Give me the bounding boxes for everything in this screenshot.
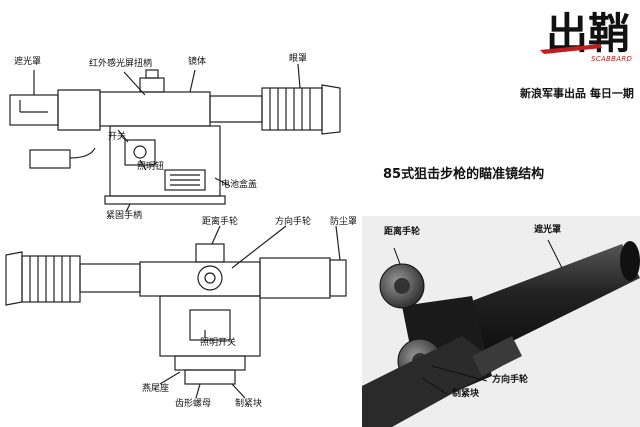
label-switch: 开关	[108, 132, 127, 142]
brand-subtext: SCABBARD	[591, 55, 633, 63]
label-illum-knob: 照明钮	[137, 162, 165, 172]
label-battery-cover: 电池盒盖	[221, 180, 258, 190]
photo-label-range-wheel: 距离手轮	[384, 227, 421, 237]
label-sunshade: 遮光罩	[14, 57, 42, 67]
label-dust-cover: 防尘罩	[330, 217, 358, 227]
label-windage-wheel: 方向手轮	[275, 217, 312, 227]
scope-photo: 距离手轮 遮光罩 方向手轮 制紧块	[362, 216, 640, 427]
tagline: 新浪军事出品 每日一期	[520, 87, 634, 100]
label-lock-block: 制紧块	[235, 399, 263, 409]
label-ir-screen-knob: 红外感光屏扭柄	[89, 59, 153, 69]
photo-label-sunshade: 遮光罩	[534, 225, 562, 235]
label-eyecup: 眼罩	[289, 54, 308, 64]
top-scope-diagram	[9, 63, 341, 213]
page-title: 85式狙击步枪的瞄准镜结构	[383, 167, 545, 182]
label-dovetail: 燕尾座	[142, 384, 170, 394]
bottom-scope-diagram	[5, 225, 347, 399]
label-range-wheel: 距离手轮	[202, 217, 239, 227]
label-gear-nut: 齿形螺母	[175, 399, 212, 409]
label-illum-switch: 照明开关	[200, 338, 237, 348]
photo-label-lock-block: 制紧块	[452, 389, 480, 399]
label-clamp-handle: 紧固手柄	[106, 211, 143, 221]
photo-label-windage-wheel: 方向手轮	[492, 375, 529, 385]
brand-logo: 出鞘	[540, 4, 636, 60]
label-body: 镜体	[188, 57, 207, 67]
